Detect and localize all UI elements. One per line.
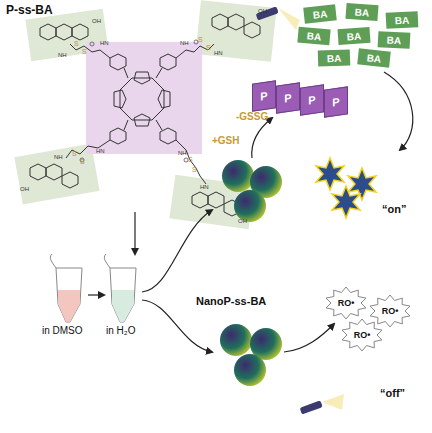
atom-label: HN — [200, 184, 209, 190]
node-text: BA — [366, 52, 382, 64]
atom-label: OH — [238, 218, 247, 224]
node-text: P — [284, 91, 291, 104]
atom-label: S — [80, 158, 85, 165]
ba-block: BA — [378, 31, 411, 49]
node-text: P — [260, 89, 267, 102]
atom-label: S — [188, 156, 193, 163]
star-shape — [370, 295, 410, 327]
caption-label: in H₂O — [106, 326, 135, 336]
atom-label: OH — [20, 186, 29, 192]
porphyrin-block: P — [300, 84, 324, 115]
atom-label: NH — [58, 52, 67, 58]
atom-label: HN — [100, 40, 109, 46]
node-text: BA — [354, 6, 369, 18]
node-text: RO• — [338, 298, 355, 308]
ba-block: BA — [345, 3, 378, 21]
node-text: RO• — [354, 330, 371, 340]
atom-label: HN — [214, 50, 223, 56]
radical-star: RO• — [340, 318, 384, 352]
ba-block: BA — [297, 27, 330, 46]
porphyrin-block: P — [276, 82, 300, 113]
star-shape — [326, 287, 366, 319]
caption-label: P-ss-BA — [6, 4, 53, 16]
caption-label: “off” — [380, 388, 405, 399]
atom-label: S — [72, 150, 77, 157]
atom-label: NH — [180, 40, 189, 46]
atom-label: NH — [54, 154, 63, 160]
atom-label: NH — [178, 150, 187, 156]
caption-label: in DMSO — [42, 326, 83, 336]
node-text: BA — [327, 52, 342, 63]
caption-label: “on” — [382, 204, 406, 215]
atom-label: OH — [258, 8, 267, 14]
caption-label: +GSH — [212, 136, 240, 146]
atom-label: S — [198, 36, 203, 43]
ba-block: BA — [318, 49, 351, 66]
node-text: RO• — [382, 306, 399, 316]
node-text: P — [308, 93, 315, 106]
node-text: BA — [306, 30, 321, 42]
node-text: BA — [386, 34, 401, 46]
node-text: P — [332, 95, 339, 108]
atom-label: OH — [92, 18, 101, 24]
atom-label: S — [192, 166, 197, 173]
atom-label: S — [82, 48, 87, 55]
atom-label: HN — [96, 148, 105, 154]
caption-label: NanoP-ss-BA — [196, 296, 266, 307]
ba-block: BA — [337, 27, 370, 45]
porphyrin-block: P — [252, 80, 276, 111]
ba-block: BA — [386, 11, 419, 29]
porphyrin-block: P — [324, 86, 348, 117]
radical-star: RO• — [324, 286, 368, 320]
node-text: BA — [346, 30, 361, 42]
star-shape — [342, 319, 382, 351]
node-text: BA — [394, 14, 409, 26]
caption-label: -GSSG — [236, 112, 268, 122]
ba-block: BA — [357, 48, 390, 67]
atom-label: S — [206, 44, 211, 51]
node-text: BA — [312, 8, 328, 20]
atom-label: S — [74, 40, 79, 47]
ba-block: BA — [303, 4, 336, 23]
